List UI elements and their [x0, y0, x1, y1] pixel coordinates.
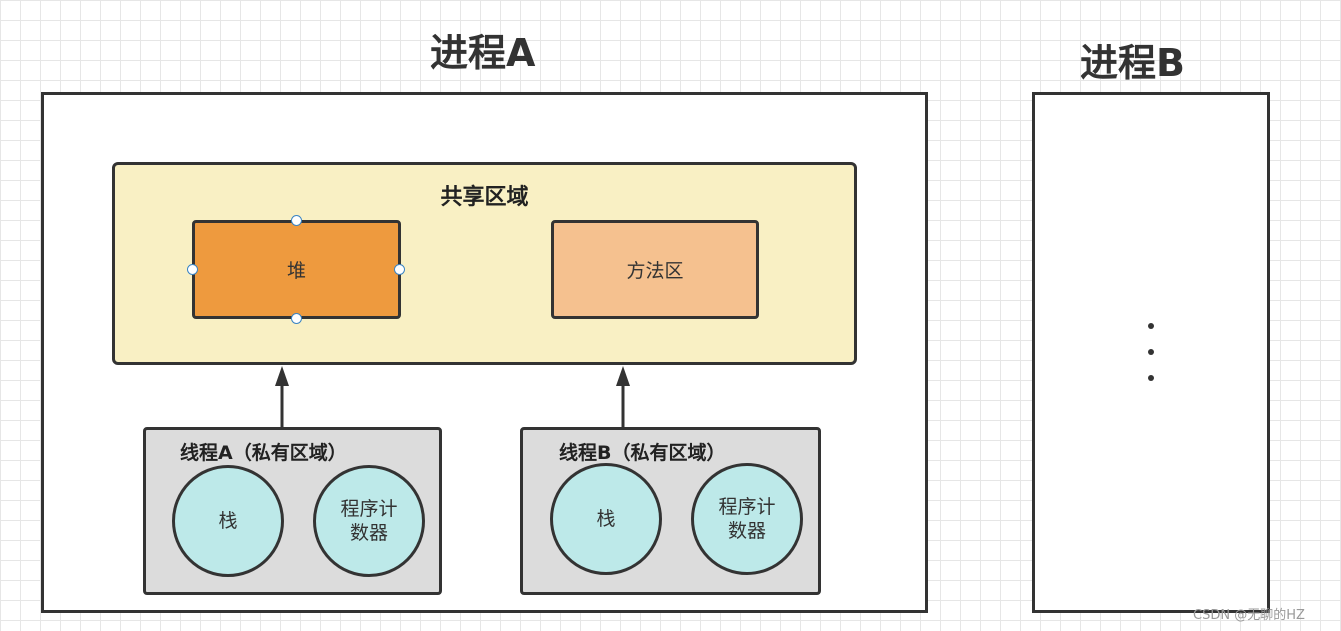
ellipsis-dot-3	[1148, 375, 1154, 381]
thread-a-stack-label: 栈	[218, 510, 238, 532]
thread-b-stack[interactable]: 栈	[550, 463, 662, 575]
selection-handle-left[interactable]	[187, 264, 198, 275]
arrow-thread-a-to-shared	[275, 366, 289, 428]
thread-a-stack[interactable]: 栈	[172, 465, 284, 577]
method-area-label: 方法区	[626, 260, 684, 282]
method-area-box[interactable]: 方法区	[551, 220, 759, 319]
selection-handle-bottom[interactable]	[291, 313, 302, 324]
thread-b-program-counter[interactable]: 程序计 数器	[691, 463, 803, 575]
ellipsis-dot-2	[1148, 349, 1154, 355]
selection-handle-top[interactable]	[291, 215, 302, 226]
ellipsis-dot-1	[1148, 323, 1154, 329]
thread-b-pc-label-line1: 程序计	[718, 496, 776, 518]
process-b-title: 进程B	[1080, 41, 1185, 85]
heap-label: 堆	[286, 260, 306, 282]
watermark: CSDN @无聊的HZ	[1193, 608, 1305, 623]
thread-a-program-counter[interactable]: 程序计 数器	[313, 465, 425, 577]
thread-a-pc-label-line1: 程序计	[340, 498, 398, 520]
thread-a-pc-label-line2: 数器	[349, 522, 388, 544]
thread-a-title: 线程A（私有区域）	[180, 442, 347, 464]
thread-b-stack-label: 栈	[596, 508, 616, 530]
thread-b-pc-label-line2: 数器	[727, 520, 766, 542]
thread-b-title: 线程B（私有区域）	[559, 442, 726, 464]
process-a-title: 进程A	[430, 31, 536, 75]
arrow-thread-b-to-shared	[616, 366, 630, 428]
shared-area-title: 共享区域	[440, 185, 529, 210]
selection-handle-right[interactable]	[394, 264, 405, 275]
